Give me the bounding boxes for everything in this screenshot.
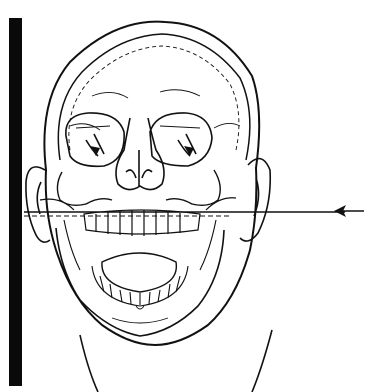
central-ray xyxy=(24,212,345,216)
head-outline xyxy=(44,22,259,345)
neck-outline xyxy=(80,330,272,392)
lower-teeth-icon xyxy=(92,266,188,306)
ear-icon xyxy=(26,159,270,243)
mandible-ramus-lines xyxy=(64,220,216,270)
image-receptor-plate xyxy=(9,18,22,386)
mouth-opening xyxy=(102,253,176,292)
zygomatic-arches xyxy=(40,170,236,210)
upper-teeth-icon xyxy=(84,210,200,236)
orbital-fissure-marks xyxy=(90,146,194,156)
jaw-icon xyxy=(56,228,224,336)
arrow-left-icon xyxy=(334,205,364,217)
chin-detail xyxy=(112,306,168,323)
